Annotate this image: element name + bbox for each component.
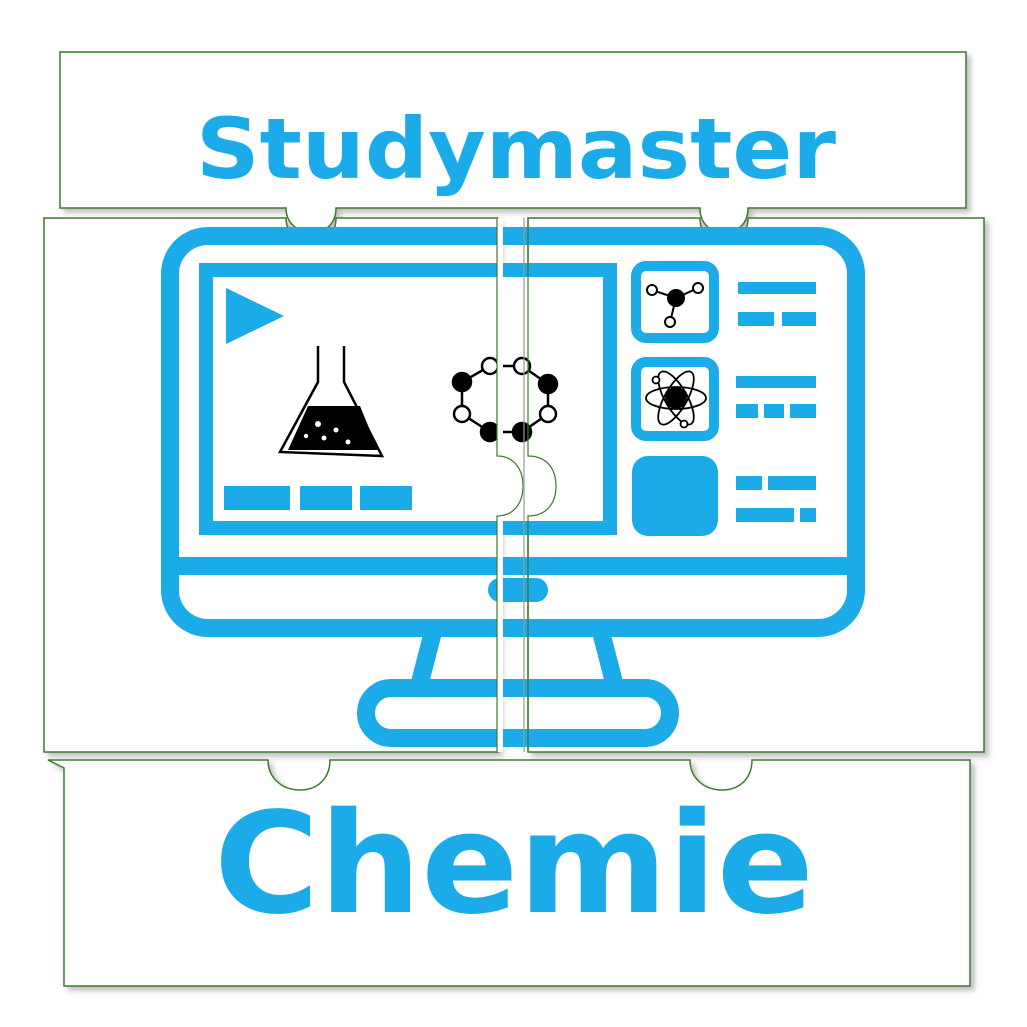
puzzle-seam <box>496 218 557 752</box>
puzzle-piece-bottom <box>47 759 971 987</box>
logo-title: Studymaster <box>196 100 837 198</box>
monitor-stand-base <box>357 679 679 747</box>
monitor-frame <box>161 227 865 637</box>
sidebar-text-line <box>736 404 758 418</box>
video-progress-bar <box>300 486 352 510</box>
flask-icon <box>277 346 385 458</box>
sidebar-text-line <box>738 312 774 326</box>
sidebar-text-line <box>736 508 794 522</box>
molecule-icon <box>646 282 704 328</box>
sidebar-text-line <box>736 476 762 490</box>
sidebar-text-line <box>736 376 816 388</box>
sidebar-text-line <box>738 282 816 294</box>
sidebar-text-line <box>768 476 816 490</box>
sidebar-text-line <box>782 312 816 326</box>
play-icon <box>226 288 284 344</box>
video-progress-bar <box>360 486 412 510</box>
logo-subject: Chemie <box>214 783 814 946</box>
sidebar-card-filled <box>632 456 718 536</box>
video-progress-bar <box>224 486 290 510</box>
atom-icon <box>645 370 707 429</box>
molecule-ring-icon <box>451 356 559 443</box>
sidebar-text-line <box>800 508 816 522</box>
sidebar-text-line <box>790 404 816 418</box>
monitor-illustration <box>161 227 865 747</box>
sidebar-text-line <box>764 404 784 418</box>
